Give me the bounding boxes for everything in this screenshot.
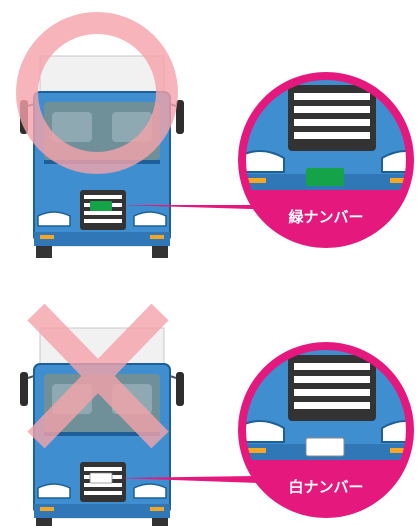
truck-illustration-1 (19, 55, 185, 259)
license-plate-small-1 (90, 201, 112, 211)
license-plate-zoom-2 (305, 437, 345, 457)
callout-pointer-1 (118, 205, 286, 210)
cross-ng-mark-icon (27, 303, 169, 449)
license-plate-zoom-1 (306, 168, 344, 186)
zoom-detail-1: 緑ナンバー (238, 72, 414, 248)
zoom-detail-2: 白ナンバー (238, 342, 414, 518)
panel-white-plate: 白ナンバー (19, 303, 414, 526)
callout-pointer-2 (118, 476, 286, 484)
truck-illustration-2 (19, 327, 185, 526)
license-plate-small-2 (89, 472, 113, 484)
circle-ok-mark-icon (16, 12, 178, 174)
plate-label-white: 白ナンバー (288, 478, 363, 496)
panel-green-plate: 緑ナンバー (16, 12, 414, 259)
plate-label-green: 緑ナンバー (288, 208, 363, 226)
